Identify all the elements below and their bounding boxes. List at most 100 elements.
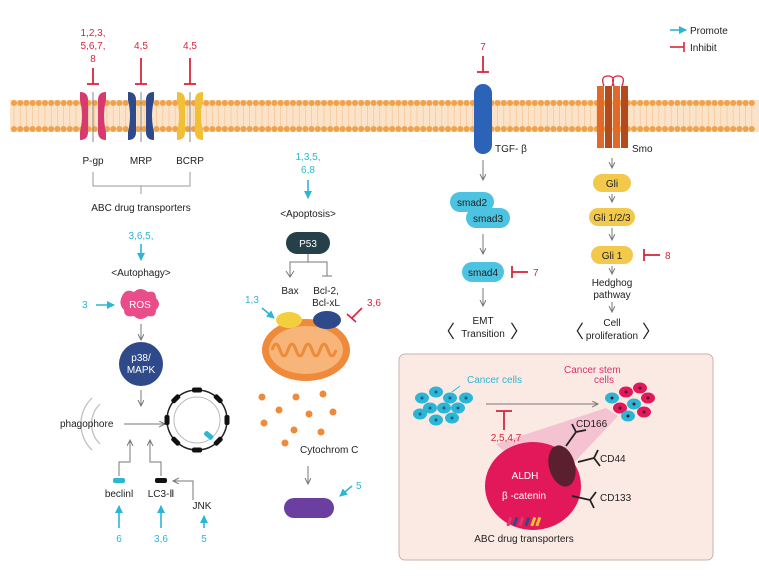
smad2-label: smad2 [457,198,487,209]
svg-text:pathway: pathway [593,290,630,301]
cell-membrane [10,100,759,132]
gli123-node [589,208,635,226]
svg-text:proliferation: proliferation [586,331,638,342]
lc3-refs: 3,6 [154,534,168,545]
bcrp-label: BCRP [176,156,204,167]
p38-mapk-node [119,342,163,386]
gli1-label: Gli 1 [602,251,623,262]
bcrp-refs: 4,5 [183,41,197,52]
autophagy-title: <Autophagy> [111,268,171,279]
jnk-label: JNK [193,501,212,512]
beclin-label: beclinl [105,489,133,500]
smad3-label: smad3 [473,214,503,225]
svg-text:MAPK: MAPK [127,365,156,376]
caspase-refs: 5 [356,481,362,492]
gli-label: Gli [606,179,618,190]
cd133-label: CD133 [600,493,632,504]
ros-refs: 3 [82,300,88,311]
cancer-stem-cell-icon [485,423,601,530]
tgf-receptor-icon [474,84,492,154]
svg-text:〈: 〈 [566,322,584,342]
gli1-refs: 8 [665,251,671,262]
lc3-label: LC3-Ⅱ [148,489,175,500]
cytochrome-label: Cytochrom C [300,445,358,456]
beclin-refs: 6 [116,534,122,545]
pgp-refs: 1,2,3, [80,28,105,39]
legend: Promote Inhibit [670,26,728,54]
cd166-label: CD166 [576,419,608,430]
cd44-label: CD44 [600,454,626,465]
pgp-transporter-icon [80,92,106,142]
tgf-beta-pathway: 7 TGF- β smad2 smad3 smad4 7 〈 EMT Trans… [437,42,539,342]
apoptosis-pathway: 1,3,5, 6,8 <Apoptosis> P53 Bax Bcl-2, Bc… [245,152,381,518]
p38-label: p38/ [131,353,151,364]
bax-refs: 1,3 [245,295,259,306]
cytochrome-c-dots-icon [258,390,337,447]
cancer-cells-cluster-icon [413,386,473,426]
legend-inhibit: Inhibit [690,43,717,54]
apoptosis-refs: 1,3,5, [295,152,320,163]
svg-text:Bcl-xL: Bcl-xL [312,298,340,309]
smad4-node [462,262,504,282]
mrp-transporter-icon [128,92,154,142]
smad3-node [466,208,510,228]
cancer-cells-label: Cancer cells [467,375,522,386]
svg-text:〉: 〉 [642,322,660,342]
cancer-stem-cell-panel: Cancer cells 2,5,4,7 Cancer stem cells C… [398,353,714,561]
bcl2-icon [313,311,341,329]
mrp-label: MRP [130,156,153,167]
catenin-label: β -catenin [502,491,546,502]
smo-label: Smo [632,144,653,155]
jnk-refs: 5 [201,534,207,545]
phagophore-label: phagophore [60,419,114,430]
smad2-node [450,192,494,212]
smo-receptor-icon [597,75,628,148]
cancer-stem-cells-cluster-icon [605,382,655,422]
abc-transporters: 1,2,3, 5,6,7, 8 4,5 4,5 P-gp MRP [80,28,204,214]
beclin-icon [113,478,125,483]
autophagosome-icon [164,387,230,453]
emt-label: EMT [472,316,493,327]
svg-text:〉: 〉 [510,322,528,342]
aldh-label: ALDH [512,471,539,482]
csc-label: Cancer stem [564,365,621,376]
proliferation-label: Cell [603,318,620,329]
hedgehog-pathway: Smo Gli Gli 1/2/3 Gli 1 8 Hedghog pathwa… [566,75,671,342]
gli-node [593,174,631,192]
caspase-node [284,498,334,518]
svg-text:8: 8 [90,54,96,65]
legend-promote: Promote [690,26,728,37]
abc-group-label: ABC drug transporters [91,203,191,214]
p53-label: P53 [299,239,317,250]
bcl-label: Bcl-2, [313,286,339,297]
csc-refs: 2,5,4,7 [491,433,522,444]
lc3-icon [155,478,167,483]
csc-abc-label: ABC drug transporters [474,534,574,545]
hedgehog-pathway-label: Hedghog [592,278,633,289]
abc-transporter-mini-icons [506,516,542,527]
pgp-label: P-gp [82,156,104,167]
bax-label: Bax [281,286,298,297]
svg-text:5,6,7,: 5,6,7, [80,41,105,52]
bcrp-transporter-icon [177,92,203,142]
gli1-node [591,246,633,264]
svg-text:cells: cells [594,375,614,386]
smad4-refs: 7 [533,268,539,279]
smad4-label: smad4 [468,268,498,279]
apoptosis-title: <Apoptosis> [280,209,336,220]
autophagy-pathway: 3,6,5, <Autophagy> 3 ROS p38/ MAPK phago… [60,231,230,545]
mitochondrion-icon [262,311,350,381]
svg-text:〈: 〈 [437,322,455,342]
bax-icon [276,312,302,328]
mrp-refs: 4,5 [134,41,148,52]
svg-text:Transition: Transition [461,329,505,340]
bcl-refs: 3,6 [367,298,381,309]
ros-label: ROS [129,300,151,311]
phagophore-arc-icon [80,397,93,451]
ros-icon [120,289,159,319]
p53-node [286,232,330,254]
svg-text:6,8: 6,8 [301,165,315,176]
autophagy-refs: 3,6,5, [128,231,153,242]
gli123-label: Gli 1/2/3 [593,213,631,224]
